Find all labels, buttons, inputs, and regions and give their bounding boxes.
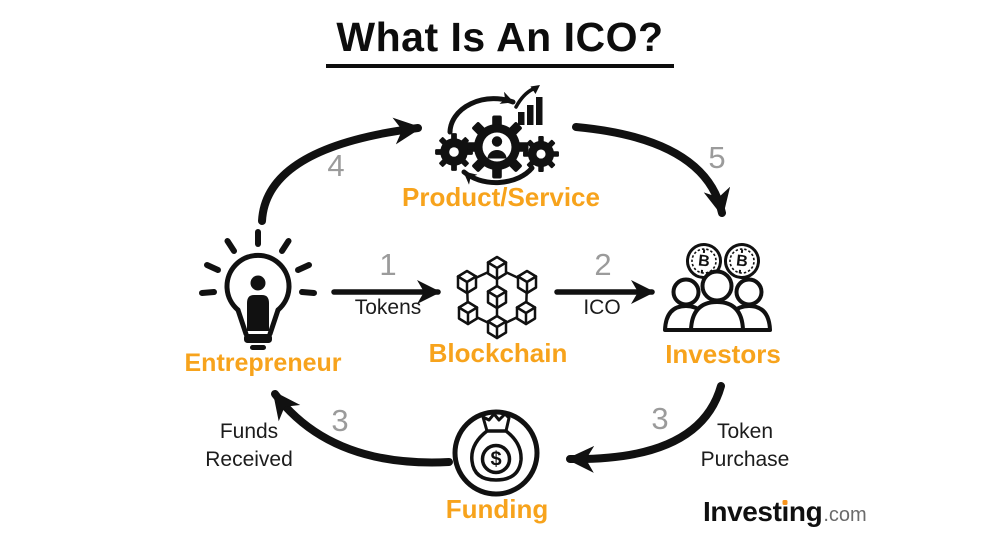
flow-arrows <box>258 117 731 473</box>
cycle-arrow-bottom-icon <box>461 165 535 186</box>
entrepreneur-lightbulb-icon <box>199 229 317 350</box>
gear-center-person-icon <box>465 115 529 179</box>
step-label-tokens: Tokens <box>354 296 422 319</box>
product-service-icon <box>435 85 559 186</box>
step-number-4: 4 <box>327 148 345 183</box>
bitcoin-coin-icon: B <box>686 243 722 279</box>
title-wrap: What Is An ICO? <box>0 14 1000 68</box>
idea-rays <box>199 229 317 296</box>
gear-left-icon <box>435 133 473 171</box>
step-number-5: 5 <box>708 140 726 175</box>
bitcoin-symbol: B <box>735 252 748 270</box>
dollar-symbol: $ <box>490 449 501 471</box>
arrow-step5-to-investors <box>572 123 731 217</box>
label-product-service: Product/Service <box>402 182 600 212</box>
arrow-step4-to-product <box>258 117 422 225</box>
page-title: What Is An ICO? <box>326 14 674 68</box>
label-funding: Funding <box>445 494 549 524</box>
step-number-1: 1 <box>379 247 397 282</box>
step-number-3-right: 3 <box>651 401 669 436</box>
label-entrepreneur: Entrepreneur <box>184 349 342 377</box>
bitcoin-coin-icon: B <box>724 243 760 279</box>
arrow-step3-token-purchase <box>566 382 725 473</box>
investor-crowd-icon <box>663 269 772 332</box>
bitcoin-symbol: B <box>697 252 710 270</box>
step-number-3-left: 3 <box>331 403 349 438</box>
growth-chart-icon <box>514 85 543 125</box>
cycle-arrow-top-icon <box>447 91 516 135</box>
funding-moneybag-icon: $ <box>452 409 540 497</box>
step-label-ico: ICO <box>583 296 621 319</box>
brand-tld: .com <box>823 504 867 526</box>
blockchain-icon <box>456 255 538 340</box>
gear-right-icon <box>523 136 559 172</box>
arrow-step3-funds-received <box>271 390 453 467</box>
investors-icon: B B <box>663 243 772 332</box>
step-label-token-purchase: Token Purchase <box>700 420 790 471</box>
label-blockchain: Blockchain <box>428 338 568 368</box>
step-number-2: 2 <box>594 247 612 282</box>
label-investors: Investors <box>665 339 781 369</box>
brand-i-dot <box>782 499 788 505</box>
step-label-funds-received: Funds Received <box>205 420 293 471</box>
